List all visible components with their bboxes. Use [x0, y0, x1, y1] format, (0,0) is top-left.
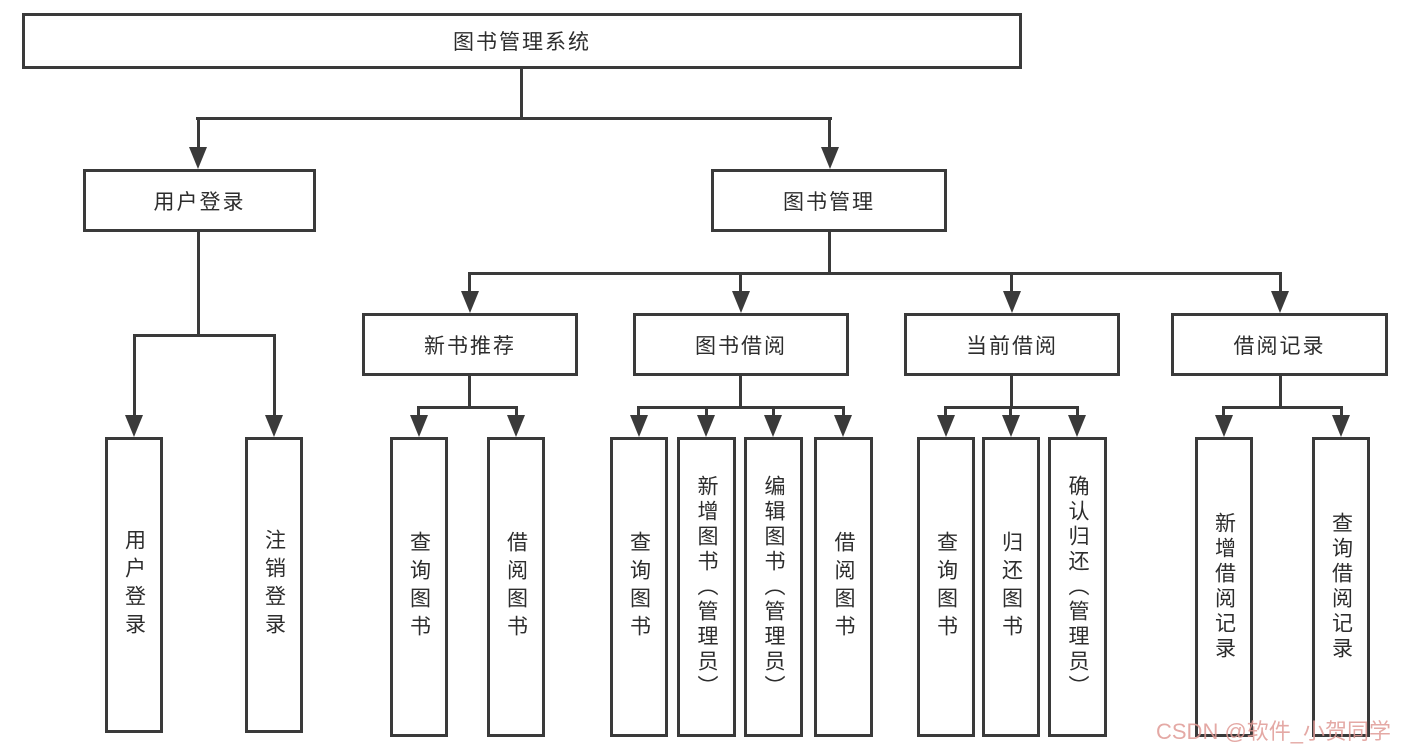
leaf-return-book: 归还图书	[982, 437, 1040, 737]
connector-line	[1222, 406, 1225, 420]
leaf-query-borrow-record: 查询借阅记录	[1312, 437, 1370, 737]
connector-line	[944, 406, 947, 420]
connector-line	[133, 334, 136, 422]
arrow-down-icon	[1332, 415, 1350, 437]
arrow-down-icon	[507, 415, 525, 437]
node-book-management: 图书管理	[711, 169, 947, 232]
connector-line	[1279, 272, 1282, 297]
node-borrow-records: 借阅记录	[1171, 313, 1388, 376]
connector-line	[739, 376, 742, 408]
connector-line	[1279, 376, 1282, 408]
connector-line	[1010, 272, 1013, 297]
arrow-down-icon	[630, 415, 648, 437]
connector-line	[417, 406, 518, 409]
arrow-down-icon	[1003, 291, 1021, 313]
leaf-query-books-borrow: 查询图书	[610, 437, 668, 737]
connector-line	[197, 117, 200, 153]
connector-line	[1009, 406, 1012, 420]
leaf-query-books-recommend: 查询图书	[390, 437, 448, 737]
connector-line	[842, 406, 845, 420]
connector-line	[468, 272, 1282, 275]
arrow-down-icon	[821, 147, 839, 169]
arrow-down-icon	[764, 415, 782, 437]
connector-line	[468, 272, 471, 297]
leaf-edit-book-admin: 编辑图书（管理员）	[744, 437, 803, 737]
node-root-library-system: 图书管理系统	[22, 13, 1022, 69]
connector-line	[196, 117, 832, 120]
connector-line	[197, 232, 200, 337]
node-user-login: 用户登录	[83, 169, 316, 232]
leaf-add-book-admin: 新增图书（管理员）	[677, 437, 736, 737]
connector-line	[468, 376, 471, 408]
node-new-book-recommend: 新书推荐	[362, 313, 578, 376]
leaf-user-login: 用户登录	[105, 437, 163, 733]
connector-line	[133, 334, 276, 337]
arrow-down-icon	[1068, 415, 1086, 437]
connector-line	[637, 406, 640, 420]
arrow-down-icon	[265, 415, 283, 437]
leaf-borrow-books: 借阅图书	[814, 437, 873, 737]
connector-line	[1340, 406, 1343, 420]
arrow-down-icon	[697, 415, 715, 437]
arrow-down-icon	[1002, 415, 1020, 437]
connector-line	[828, 232, 831, 274]
connector-line	[637, 406, 845, 409]
connector-line	[1076, 406, 1079, 420]
connector-line	[417, 406, 420, 420]
leaf-query-books-current: 查询图书	[917, 437, 975, 737]
connector-line	[1222, 406, 1343, 409]
connector-line	[515, 406, 518, 420]
leaf-add-borrow-record: 新增借阅记录	[1195, 437, 1253, 737]
arrow-down-icon	[1271, 291, 1289, 313]
leaf-logout: 注销登录	[245, 437, 303, 733]
arrow-down-icon	[834, 415, 852, 437]
node-current-borrow: 当前借阅	[904, 313, 1120, 376]
connector-line	[1010, 376, 1013, 408]
arrow-down-icon	[125, 415, 143, 437]
connector-line	[828, 117, 831, 153]
connector-line	[772, 406, 775, 420]
arrow-down-icon	[1215, 415, 1233, 437]
connector-line	[705, 406, 708, 420]
arrow-down-icon	[937, 415, 955, 437]
leaf-confirm-return-admin: 确认归还（管理员）	[1048, 437, 1107, 737]
leaf-borrow-books-recommend: 借阅图书	[487, 437, 545, 737]
arrow-down-icon	[410, 415, 428, 437]
connector-line	[520, 68, 523, 118]
connector-line	[739, 272, 742, 297]
arrow-down-icon	[461, 291, 479, 313]
connector-line	[273, 334, 276, 422]
watermark: CSDN @软件_小贺同学	[1156, 719, 1392, 744]
arrow-down-icon	[732, 291, 750, 313]
node-book-borrow: 图书借阅	[633, 313, 849, 376]
arrow-down-icon	[189, 147, 207, 169]
